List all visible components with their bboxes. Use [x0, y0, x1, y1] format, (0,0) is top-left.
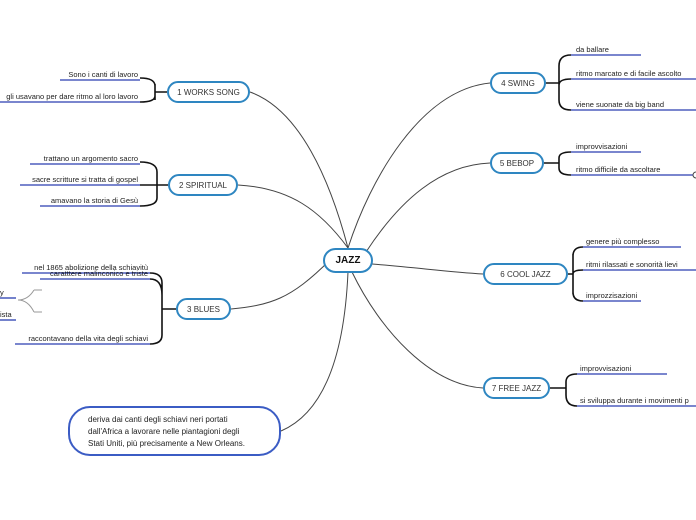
- branch-blues[interactable]: 3 BLUES: [176, 298, 231, 320]
- connector-cool-jazz: [371, 263, 484, 275]
- leaf-bebop-2[interactable]: ritmo difficile da ascoltare: [576, 165, 661, 174]
- note-bubble[interactable]: deriva dai canti degli schiavi neri port…: [68, 406, 281, 456]
- note-line-1: deriva dai canti degli schiavi neri port…: [88, 415, 228, 424]
- leaf-works-2[interactable]: gli usavano per dare ritmo al loro lavor…: [6, 92, 138, 101]
- connector-swing: [347, 82, 491, 249]
- connector-bebop: [365, 162, 491, 253]
- branch-bebop[interactable]: 5 BEBOP: [490, 152, 544, 174]
- branch-cool-jazz[interactable]: 6 COOL JAZZ: [483, 263, 568, 285]
- leaf-cool-2[interactable]: ritmi rilassati e sonorità lievi: [586, 260, 678, 269]
- bracket-free-jazz: [550, 373, 578, 407]
- branch-swing[interactable]: 4 SWING: [490, 72, 546, 94]
- leaf-cool-3[interactable]: improzzisazioni: [586, 291, 638, 300]
- blues-sub-connector: [17, 289, 42, 313]
- bracket-cool-jazz: [568, 246, 584, 302]
- connector-spiritual: [237, 184, 349, 249]
- leaf-spiritual-2[interactable]: sacre scritture si tratta di gospel: [32, 175, 138, 184]
- note-line-2: dall'Africa a lavorare nelle piantagioni…: [88, 427, 240, 436]
- leaf-works-1[interactable]: Sono i canti di lavoro: [68, 70, 138, 79]
- leaf-swing-2[interactable]: ritmo marcato e di facile ascolto: [576, 69, 682, 78]
- connector-works-song: [249, 91, 349, 249]
- leaf-free-2[interactable]: si sviluppa durante i movimenti p: [580, 396, 689, 405]
- leaf-blues-sub-1[interactable]: y: [0, 288, 4, 297]
- leaf-swing-1[interactable]: da ballare: [576, 45, 609, 54]
- bracket-bebop: [544, 151, 572, 176]
- leaf-blues-sub-2[interactable]: ista: [0, 310, 12, 319]
- bebop-edge-handle: [692, 171, 696, 179]
- leaf-swing-3[interactable]: viene suonate da big band: [576, 100, 664, 109]
- connector-note: [280, 271, 349, 432]
- leaf-blues-2[interactable]: caratttere malinconico e triste: [50, 269, 148, 278]
- central-topic-jazz[interactable]: JAZZ: [323, 248, 373, 273]
- bracket-works-song: [139, 77, 167, 103]
- connector-free-jazz: [351, 271, 484, 389]
- note-line-3: Stati Uniti, più precisamente a New Orle…: [88, 439, 245, 448]
- bracket-spiritual: [139, 161, 168, 207]
- branch-spiritual[interactable]: 2 SPIRITUAL: [168, 174, 238, 196]
- leaf-blues-3[interactable]: raccontavano della vita degli schiavi: [28, 334, 148, 343]
- leaf-cool-1[interactable]: genere più complesso: [586, 237, 660, 246]
- leaf-bebop-1[interactable]: improvvisazioni: [576, 142, 628, 151]
- bracket-swing: [546, 54, 572, 111]
- leaf-free-1[interactable]: improvvisazioni: [580, 364, 632, 373]
- leaf-spiritual-1[interactable]: trattano un argomento sacro: [43, 154, 138, 163]
- branch-works-song[interactable]: 1 WORKS SONG: [167, 81, 250, 103]
- branch-free-jazz[interactable]: 7 FREE JAZZ: [483, 377, 550, 399]
- bracket-blues: [149, 272, 176, 345]
- leaf-blues-1[interactable]: nel 1865 abolizione della schiavitù: [34, 263, 148, 272]
- connector-blues: [230, 259, 331, 310]
- leaf-spiritual-3[interactable]: amavano la storia di Gesù: [50, 196, 138, 205]
